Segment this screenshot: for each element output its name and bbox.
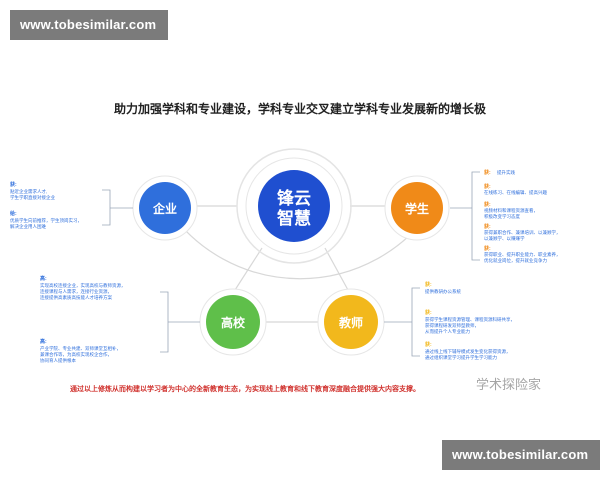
university-note-line: 兼课合作等，为高校实现校企合作，: [40, 351, 112, 358]
link-center-teacher: [324, 247, 349, 291]
author-attribution: 学术探险家: [476, 377, 542, 392]
student-bracket: [450, 171, 480, 261]
student-note-line: 在线练习、在线编辑、提高兴趣: [484, 189, 547, 196]
teacher-note-line: 通过组织课堂学习提升学生学习能力: [425, 354, 497, 361]
university-bracket: [160, 291, 200, 353]
enterprise-note-label-2: 给:: [10, 210, 17, 217]
student-note-label: 获:: [484, 201, 491, 208]
enterprise-note-line: 优质学生向前推荐，学生顶岗实习，: [10, 217, 82, 224]
university-note-line: 实现高校连接企业，实现高校与教师资源，: [40, 282, 126, 289]
teacher-note-line: 提供教研办公系统: [425, 288, 461, 295]
diagram-title: 助力加强学科和专业建设，学科专业交叉建立学科专业发展新的增长极: [113, 102, 486, 116]
student-note-line: 获得职业、提升职业能力、职业素养，: [484, 251, 561, 258]
teacher-note-line: 获得课程研发双师型教师，: [425, 322, 479, 329]
teacher-label: 教师: [338, 315, 363, 330]
watermark-top: www.tobesimilar.com: [10, 10, 168, 40]
student-note-label: 获:: [484, 169, 491, 176]
student-node: [391, 182, 443, 234]
enterprise-note-line: 学生学职直接对接企业: [10, 194, 55, 201]
university-node: [206, 295, 260, 349]
student-note-line: 提升实践: [497, 169, 515, 176]
university-note-label-2: 高:: [40, 338, 47, 345]
center-core: [258, 170, 330, 242]
student-note-line: 以兼顾学、以赚赚学: [484, 235, 525, 242]
university-note-line: 产业学院、专业共建、双师课堂互相补，: [40, 345, 121, 352]
outer-arc: [169, 211, 431, 280]
student-notes: 获: 提升实践 获: 在线练习、在线编辑、提高兴趣 获: 视频材料和课程资源查看…: [484, 169, 561, 264]
enterprise-note-label-1: 获:: [10, 181, 17, 188]
center-label-2: 智慧: [277, 208, 311, 228]
teacher-note-line: 获得学生课程资源管理、课程资源科研共享，: [425, 316, 515, 323]
teacher-note-label: 获:: [425, 309, 432, 316]
university-note-line: 连接提供高素质高技能人才培养方案: [40, 294, 112, 301]
center-label-1: 锋云: [277, 188, 311, 208]
student-note-label: 获:: [484, 245, 491, 252]
university-note-line: 连接课程与人需求，连接行业资源，: [40, 288, 112, 295]
university-note-label-1: 高:: [40, 275, 47, 282]
enterprise-note-line: 贴近企业需求人才,: [10, 188, 47, 195]
university-label: 高校: [221, 315, 246, 330]
student-note-line: 视频材料和课程资源查看，: [484, 207, 538, 214]
enterprise-note-line: 解决企业用人困难: [10, 223, 46, 230]
watermark-bottom: www.tobesimilar.com: [442, 440, 600, 470]
enterprise-bracket: [102, 189, 133, 226]
student-note-label: 获:: [484, 223, 491, 230]
teacher-note-line: 从而提升个人专业能力: [425, 328, 470, 335]
student-note-line: 获得兼职合作、兼课培训、以兼顾学，: [484, 229, 561, 236]
teacher-note-label: 获:: [425, 341, 432, 348]
student-note-label: 获:: [484, 183, 491, 190]
teacher-note-label: 获:: [425, 281, 432, 288]
teacher-node: [324, 295, 378, 349]
center-ring: [236, 148, 352, 264]
enterprise-label: 企业: [152, 201, 177, 216]
teacher-note-line: 通过线上线下辅导模式发生变化获得资源，: [425, 348, 511, 355]
student-note-line: 积极改变学习态度: [484, 213, 520, 220]
enterprise-notes: 获: 贴近企业需求人才, 学生学职直接对接企业 给: 优质学生向前推荐，学生顶岗…: [10, 181, 82, 230]
footer-summary: 通过以上修炼从而构建以学习者为中心的全新教育生态，为实现线上教育和线下教育深度融…: [70, 386, 420, 393]
university-notes: 高: 实现高校连接企业，实现高校与教师资源， 连接课程与人需求，连接行业资源， …: [40, 275, 126, 364]
teacher-notes: 获: 提供教研办公系统 获: 获得学生课程资源管理、课程资源科研共享， 获得课程…: [425, 281, 515, 361]
university-note-line: 协同育人提供根本: [40, 357, 76, 364]
student-label: 学生: [405, 201, 429, 216]
enterprise-node: [139, 182, 191, 234]
link-center-university: [234, 247, 263, 291]
student-note-line: 优化就业岗位，提升就业竞争力: [484, 257, 547, 264]
teacher-bracket: [384, 287, 420, 357]
